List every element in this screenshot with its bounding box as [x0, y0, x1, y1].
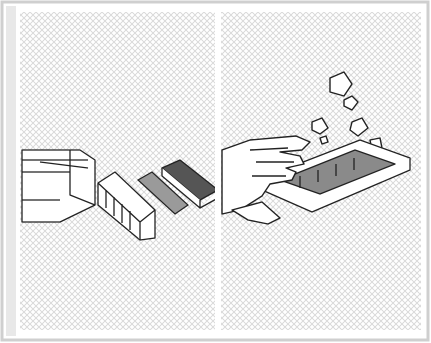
panel-divider [215, 12, 221, 330]
right-panel [221, 12, 421, 330]
left-edge-shade [6, 6, 16, 336]
left-panel [20, 12, 218, 330]
